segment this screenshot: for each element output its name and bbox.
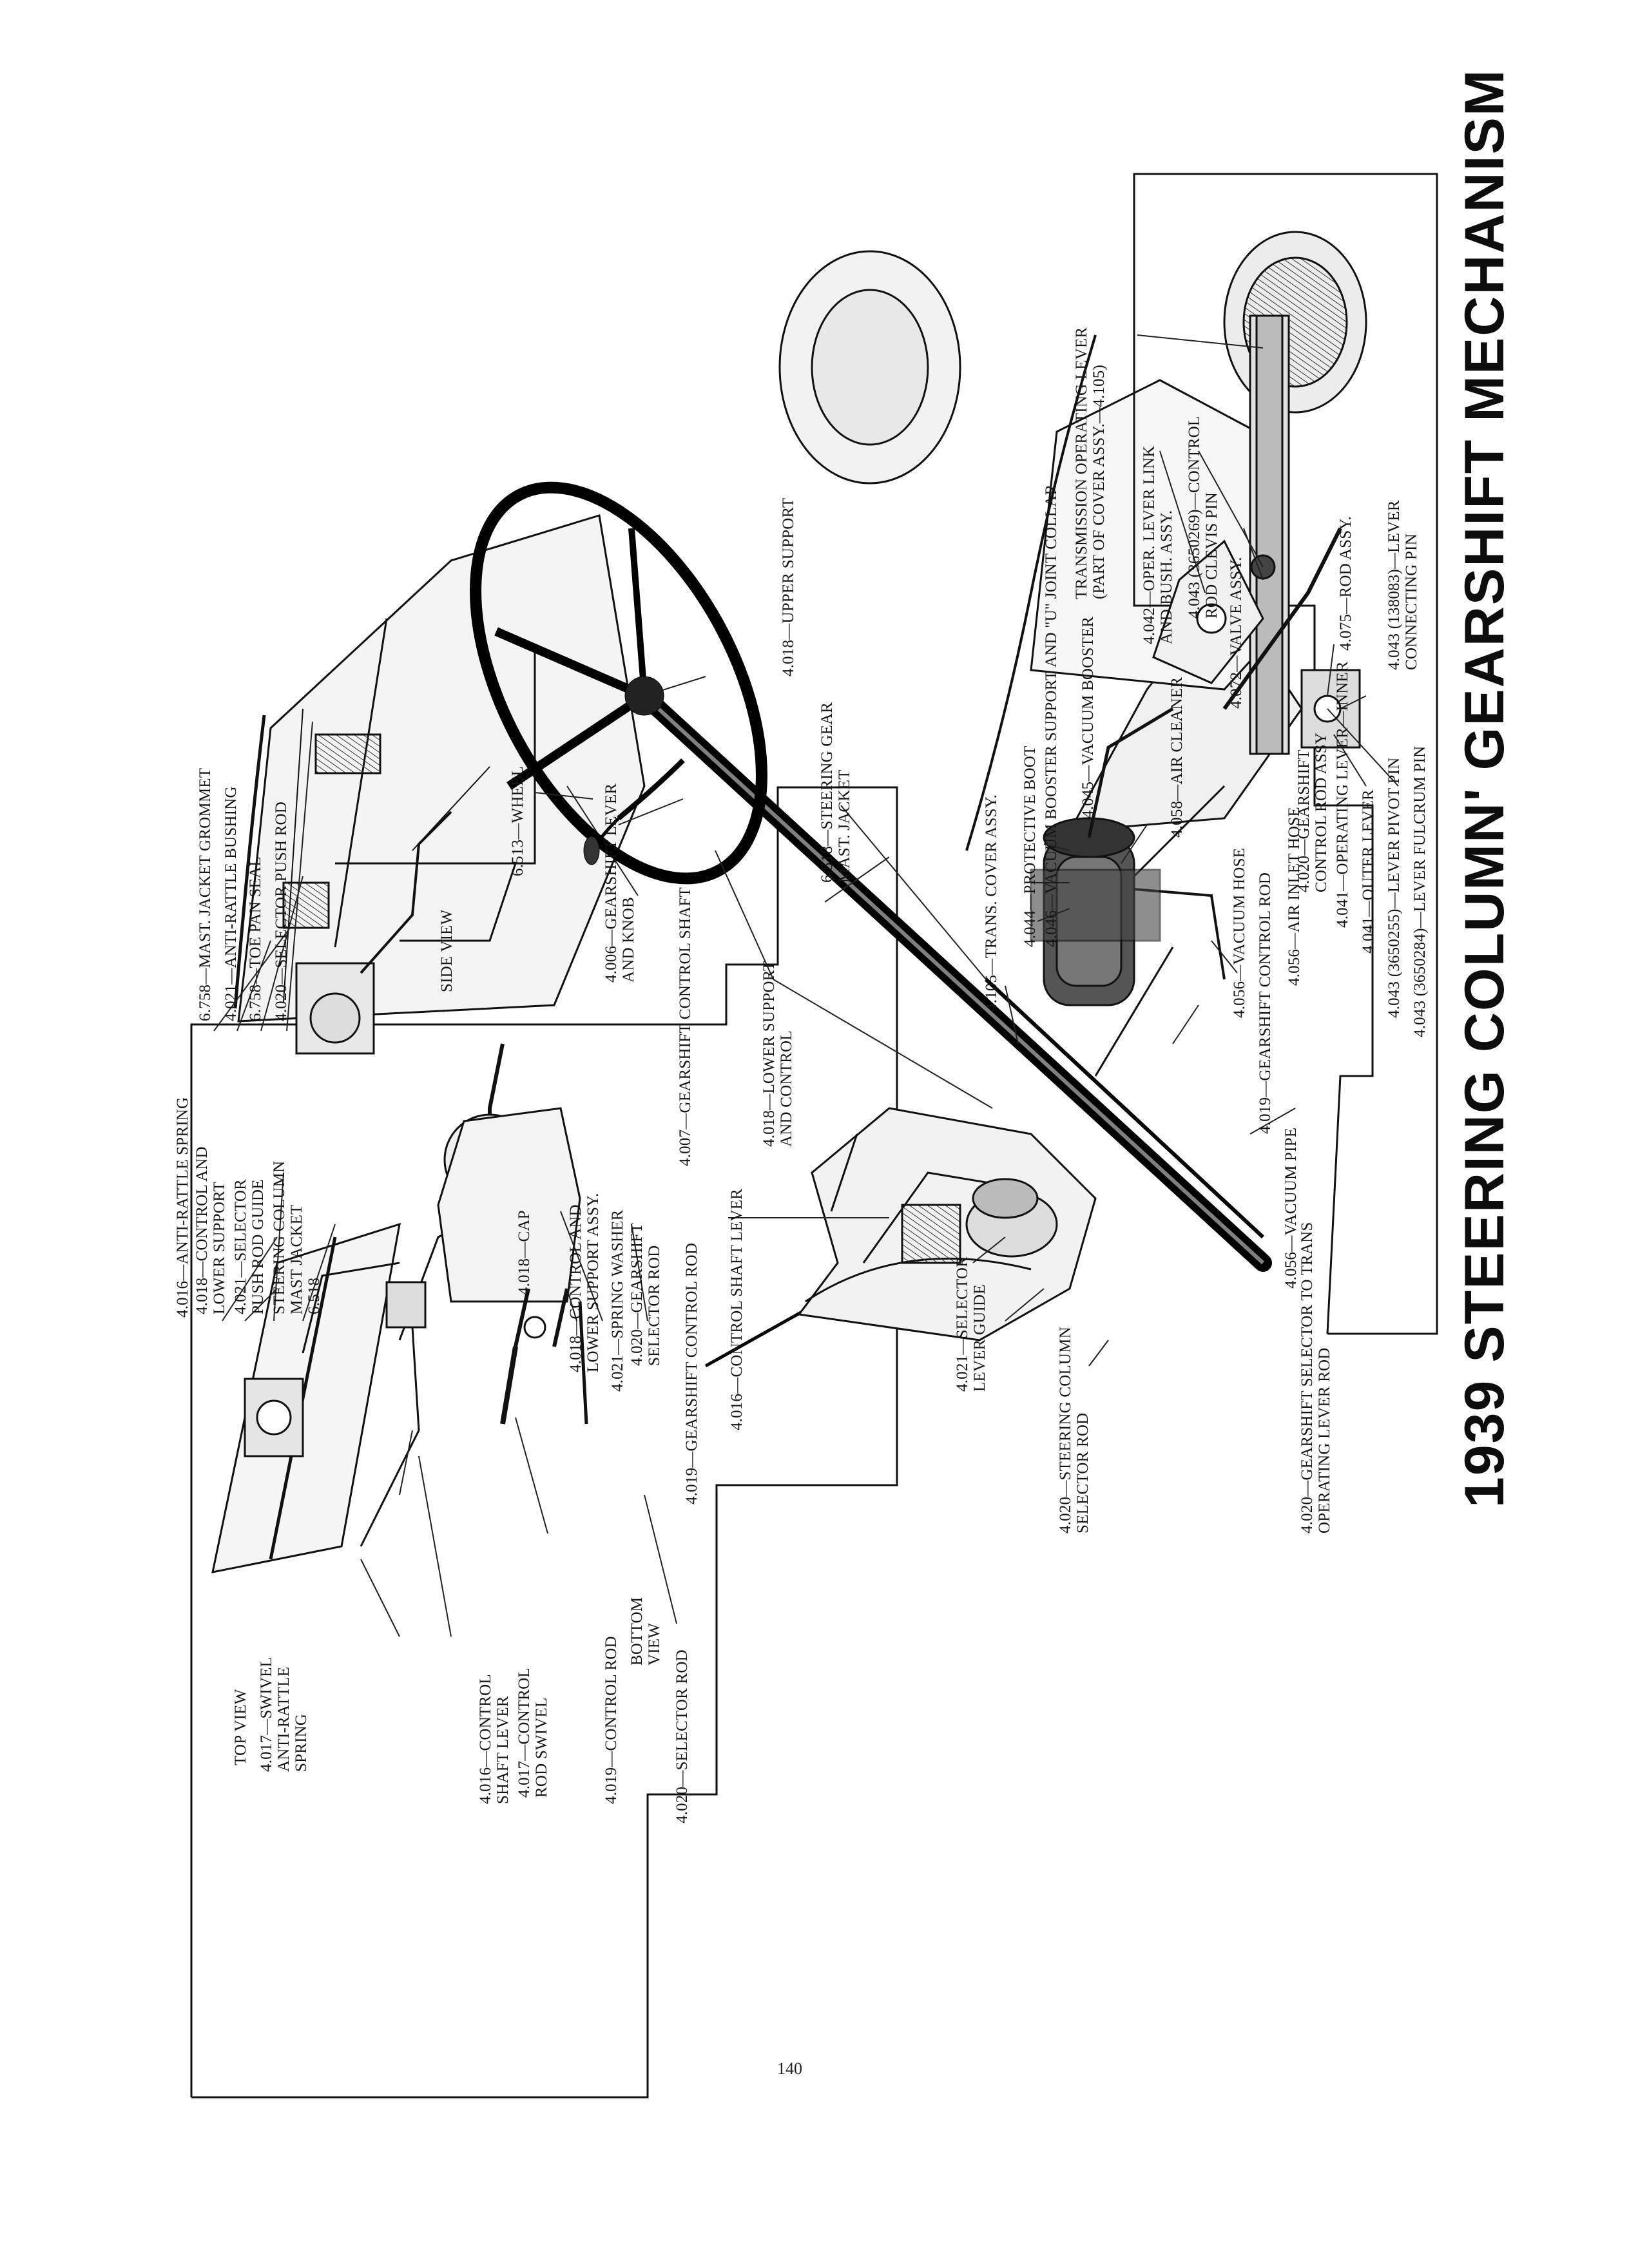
callout-steering-column-selector-rod: 4.020—STEERING COLUMN SELECTOR ROD — [1057, 1327, 1092, 1533]
callout-gearshift-control-rod-main: 4.019—GEARSHIFT CONTROL ROD — [1257, 872, 1274, 1134]
lower-support-ring — [965, 1178, 1058, 1258]
callout-gearshift-control-shaft: 4.007—GEARSHIFT CONTROL SHAFT — [677, 887, 694, 1166]
callout-bottom-view: BOTTOM VIEW — [628, 1597, 663, 1666]
bottom-view-drawing — [437, 1107, 588, 1425]
right-inset-frame — [1133, 173, 1438, 1335]
engine-bay-drawing — [778, 250, 1303, 1341]
callout-swivel-anti-rattle-spring: 4.017—SWIVEL ANTI-RATTLE SPRING — [258, 1657, 310, 1772]
callout-control-rod: 4.019—CONTROL ROD — [602, 1636, 620, 1804]
callout-upper-support: 4.018—UPPER SUPPORT — [780, 497, 797, 677]
callout-anti-rattle-bushing: 4.021—ANTI-RATTLE BUSHING — [222, 786, 240, 1021]
callout-steering-gear-mast-jacket: 6.518—STEERING GEAR MAST. JACKET — [818, 702, 853, 883]
right-inset-leader-lines — [1137, 334, 1399, 787]
callout-vacuum-hose: 4.056—VACUUM HOSE — [1231, 847, 1248, 1018]
callout-steering-column-mast-jacket: STEERING COLUMN MAST JACKET 6.518 — [271, 1160, 323, 1314]
callout-selector-rod: 4.020—SELECTOR ROD — [673, 1649, 691, 1823]
callout-vacuum-booster-support: 4.046—VACUUM BOOSTER SUPPORT AND "U" JOI… — [1043, 484, 1060, 947]
side-view-drawing — [233, 514, 646, 1341]
callout-anti-rattle-spring: 4.016—ANTI-RATTLE SPRING — [174, 1097, 191, 1318]
steering-wheel-drawing — [470, 481, 767, 885]
callout-lever-fulcrum-pin: 4.043 (3650284)—LEVER FULCRUM PIN — [1411, 745, 1429, 1037]
gearshift-lever-drawing — [583, 758, 685, 865]
callout-gearshift-control-rod-inset: 4.019—GEARSHIFT CONTROL ROD — [683, 1242, 700, 1504]
callout-gearshift-lever-knob: 4.006—GEARSHIFT LEVER AND KNOB — [602, 783, 637, 983]
left-inset-leader-lines — [213, 721, 677, 1637]
callout-selector-push-rod-guide: 4.021—SELECTOR PUSH ROD GUIDE — [232, 1179, 267, 1314]
left-inset-frame — [190, 786, 898, 2099]
callout-operating-lever-inner: 4.041—OPERATING LEVER—INNER — [1334, 661, 1351, 928]
callout-lower-support-control: 4.018—LOWER SUPPORT AND CONTROL — [760, 961, 795, 1147]
callout-cap: 4.018—CAP — [516, 1210, 533, 1295]
callout-toe-pan-seal: 6.758—TOE PAN SEAL — [247, 856, 264, 1021]
callout-trans-operating-lever: TRANSMISSION OPERATING LEVER (PART OF CO… — [1073, 327, 1108, 599]
callout-selector-lever-guide: 4.021—SELECTOR LEVER GUIDE — [954, 1256, 988, 1392]
callout-wheel: 6.513—WHEEL — [509, 766, 526, 876]
transmission-cover-drawing — [1152, 231, 1367, 755]
steering-column-shaft — [635, 687, 1272, 1272]
callout-valve-assy: 4.072—VALVE ASSY. — [1228, 557, 1245, 709]
top-view-drawing — [211, 1222, 427, 1573]
callout-top-view: TOP VIEW — [232, 1689, 249, 1766]
callout-spring-washer: 4.021—SPRING WASHER — [609, 1209, 626, 1392]
callout-control-lower-support-assy: 4.018—CONTROL AND LOWER SUPPORT ASSY. — [567, 1193, 602, 1372]
callout-gearshift-control-rod-assy: 4.020—GEARSHIFT CONTROL ROD ASSY — [1295, 732, 1330, 892]
callout-vacuum-booster: 4.045—VACUUM BOOSTER — [1079, 616, 1097, 818]
callout-air-cleaner: 4.058—AIR CLEANER — [1168, 677, 1186, 838]
callout-outer-lever: 4.041—OUTER LEVER — [1360, 789, 1377, 954]
callout-lever-pivot-pin: 4.043 (3650255)—LEVER PIVOT PIN — [1385, 757, 1403, 1018]
vacuum-booster-drawing — [1030, 707, 1226, 1006]
callout-control-shaft-lever: 4.016—CONTROL SHAFT LEVER — [728, 1188, 746, 1430]
callout-control-rod-clevis-pin: 4.043 (3650269)—CONTROL ROD CLEVIS PIN — [1186, 416, 1220, 619]
callout-protective-boot: 4.044—PROTECTIVE BOOT — [1021, 745, 1039, 947]
callout-mast-jacket-grommet: 6.758—MAST. JACKET GROMMET — [197, 767, 214, 1021]
main-leader-lines — [534, 676, 1296, 1367]
callout-side-view: SIDE VIEW — [438, 909, 456, 992]
callout-gearshift-selector-rod: 4.020—GEARSHIFT SELECTOR ROD — [628, 1223, 663, 1366]
callout-vacuum-pipe: 4.056—VACUUM PIPE — [1282, 1127, 1300, 1289]
callout-control-lower-support: 4.018—CONTROL AND LOWER SUPPORT — [193, 1146, 228, 1314]
callout-trans-cover-assy: 4.105—TRANS. COVER ASSY. — [983, 794, 1000, 1012]
callout-oper-lever-link: 4.042—OPER. LEVER LINK AND BUSH. ASSY. — [1141, 445, 1175, 644]
callout-selector-to-trans-rod: 4.020—GEARSHIFT SELECTOR TO TRANS OPERAT… — [1298, 1222, 1333, 1533]
page-title: 1939 STEERING COLUMN' GEARSHIFT MECHANIS… — [1454, 68, 1516, 1508]
callout-rod-assy: 4.075—ROD ASSY. — [1337, 516, 1354, 651]
page-number: 140 — [777, 2059, 802, 2078]
callout-control-shaft-lever-inset: 4.016—CONTROL SHAFT LEVER — [477, 1674, 512, 1804]
callout-selector-push-rod: 4.020—SELECTOR PUSH ROD — [273, 802, 290, 1021]
callout-lever-connecting-pin: 4.043 (138083)—LEVER CONNECTING PIN — [1385, 500, 1420, 670]
callout-control-rod-swivel: 4.017—CONTROL ROD SWIVEL — [516, 1667, 550, 1798]
